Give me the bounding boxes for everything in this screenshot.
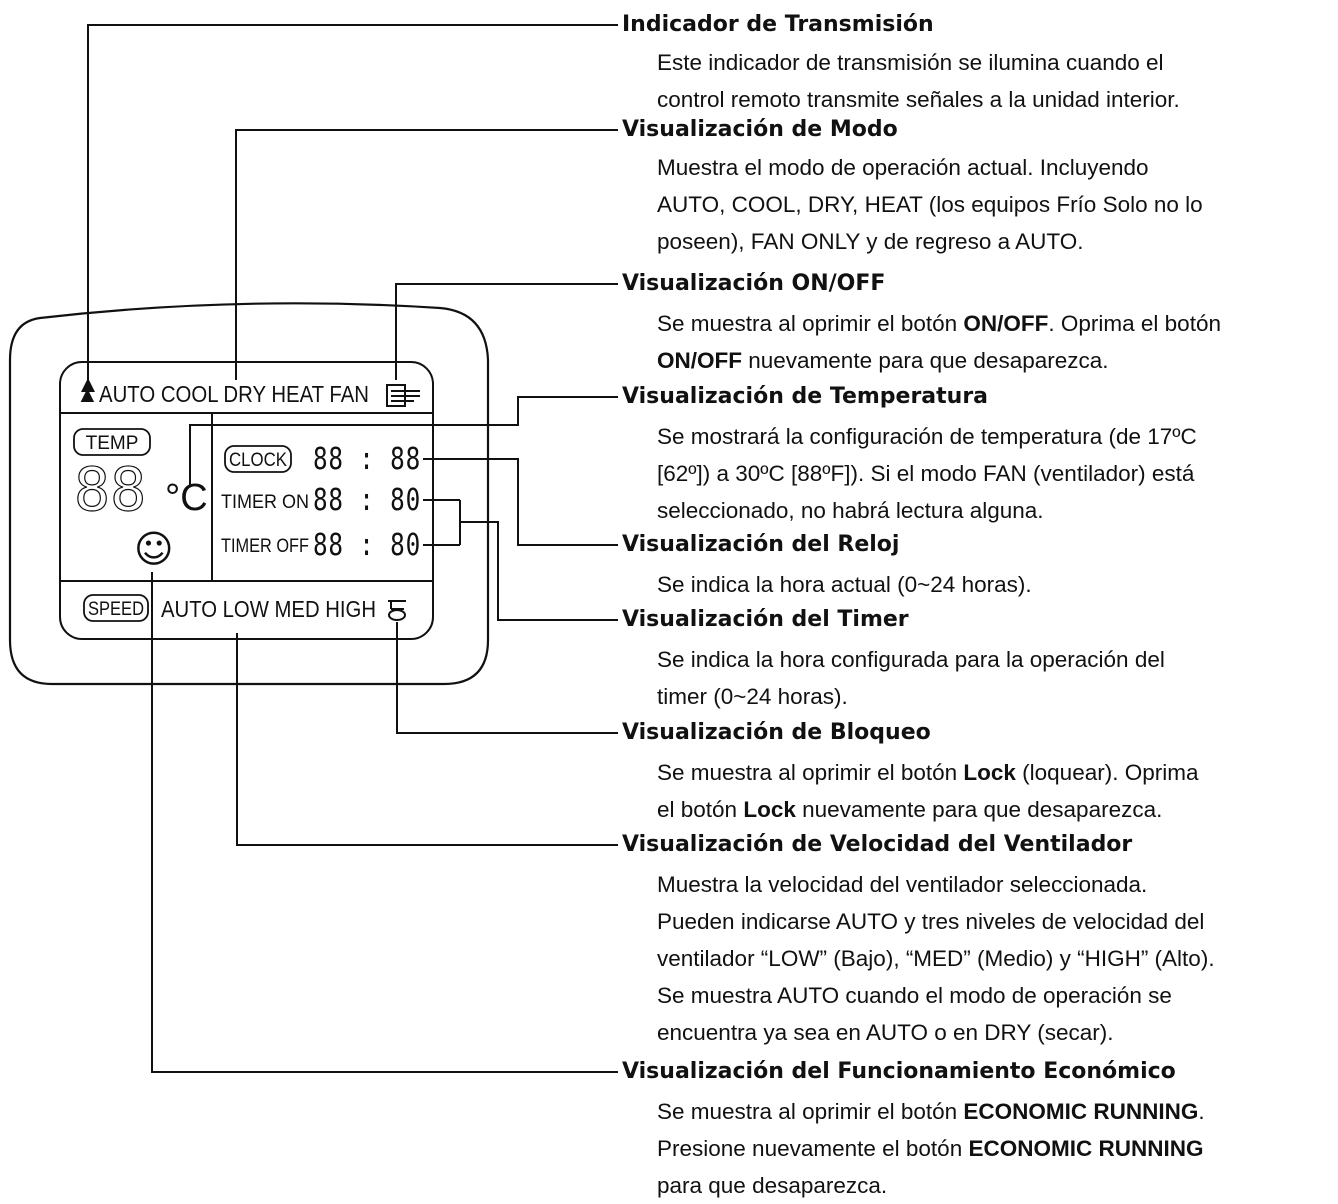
timer-off-label: TIMER OFF bbox=[221, 536, 309, 557]
text-line: Se mostrará la configuración de temperat… bbox=[657, 424, 1197, 449]
bold-on-off: ON/OFF bbox=[657, 348, 742, 373]
title-transmission: Indicador de Transmisión bbox=[622, 12, 934, 37]
text-line: ON/OFF nuevamente para que desaparezca. bbox=[657, 342, 1337, 379]
text-part: . bbox=[1198, 1099, 1205, 1124]
text-line: Presione nuevamente el botón ECONOMIC RU… bbox=[657, 1130, 1337, 1167]
title-on-off: Visualización ON/OFF bbox=[622, 271, 886, 296]
text-line: para que desaparezca. bbox=[657, 1173, 888, 1198]
temp-label: TEMP bbox=[86, 433, 139, 454]
bold-economic: ECONOMIC RUNNING bbox=[963, 1099, 1199, 1124]
text-part: Presione nuevamente el botón bbox=[657, 1136, 969, 1161]
title-temperature: Visualización de Temperatura bbox=[622, 384, 989, 409]
text-part: nuevamente para que desaparezca. bbox=[795, 797, 1163, 822]
text-line: Pueden indicarse AUTO y tres niveles de … bbox=[657, 909, 1205, 934]
title-clock: Visualización del Reloj bbox=[622, 532, 900, 557]
leader-temperature bbox=[189, 396, 618, 485]
timer-on-label: TIMER ON bbox=[221, 492, 309, 513]
remote-body-outline bbox=[8, 302, 490, 686]
text-line: control remoto transmite señales a la un… bbox=[657, 87, 1180, 112]
title-lock: Visualización de Bloqueo bbox=[622, 720, 931, 745]
leader-clock bbox=[423, 458, 618, 546]
speed-label: SPEED bbox=[88, 599, 144, 620]
text-economic: Se muestra al oprimir el botón ECONOMIC … bbox=[657, 1093, 1337, 1204]
text-line: seleccionado, no habrá lectura alguna. bbox=[657, 498, 1044, 523]
text-part: . Oprima el botón bbox=[1048, 311, 1221, 336]
text-line: timer (0~24 horas). bbox=[657, 684, 848, 709]
economic-running-icon: ☺ bbox=[134, 527, 174, 571]
leader-fan-speed bbox=[236, 633, 618, 846]
text-part: Se muestra al oprimir el botón bbox=[657, 1099, 964, 1124]
text-line: Se indica la hora actual (0~24 horas). bbox=[657, 572, 1032, 597]
text-line: el botón Lock nuevamente para que desapa… bbox=[657, 791, 1337, 828]
bold-economic: ECONOMIC RUNNING bbox=[968, 1136, 1204, 1161]
text-part: Se muestra al oprimir el botón bbox=[657, 311, 964, 336]
clock-label-box bbox=[224, 445, 292, 473]
text-part: nuevamente para que desaparezca. bbox=[742, 348, 1109, 373]
mode-list: AUTO COOL DRY HEAT FAN bbox=[99, 381, 369, 407]
transmission-indicator-icon: ▲ bbox=[76, 381, 99, 407]
text-lock: Se muestra al oprimir el botón Lock (loq… bbox=[657, 754, 1337, 828]
clock-label: CLOCK bbox=[229, 450, 287, 471]
text-line: encuentra ya sea en AUTO o en DRY (secar… bbox=[657, 1020, 1114, 1045]
temp-label-box bbox=[73, 428, 151, 456]
text-line: Se indica la hora configurada para la op… bbox=[657, 647, 1165, 672]
leader-timer-main bbox=[460, 521, 618, 621]
text-line: Este indicador de transmisión se ilumina… bbox=[657, 50, 1164, 75]
title-mode: Visualización de Modo bbox=[622, 117, 898, 142]
title-fan-speed: Visualización de Velocidad del Ventilado… bbox=[622, 832, 1133, 857]
timer-off-digits: 88 : 80 bbox=[313, 528, 421, 563]
bold-lock: Lock bbox=[963, 760, 1016, 785]
speed-label-box bbox=[83, 594, 149, 622]
text-line: Se muestra al oprimir el botón ECONOMIC … bbox=[657, 1093, 1337, 1130]
text-line: AUTO, COOL, DRY, HEAT (los equipos Frío … bbox=[657, 192, 1203, 217]
on-off-icon bbox=[386, 384, 420, 407]
leader-mode bbox=[235, 129, 618, 380]
leader-lines bbox=[87, 24, 618, 1073]
text-fan-speed: Muestra la velocidad del ventilador sele… bbox=[657, 866, 1337, 1051]
text-timer: Se indica la hora configurada para la op… bbox=[657, 641, 1337, 715]
timer-on-digits: 88 : 80 bbox=[313, 483, 421, 518]
leader-transmission bbox=[87, 24, 618, 385]
title-timer: Visualización del Timer bbox=[622, 607, 909, 632]
text-clock: Se indica la hora actual (0~24 horas). bbox=[657, 566, 1337, 603]
leader-transmission-arrow bbox=[81, 378, 95, 392]
text-line: poseen), FAN ONLY y de regreso a AUTO. bbox=[657, 229, 1084, 254]
text-line: Se muestra AUTO cuando el modo de operac… bbox=[657, 983, 1172, 1008]
text-on-off: Se muestra al oprimir el botón ON/OFF. O… bbox=[657, 305, 1337, 379]
text-mode: Muestra el modo de operación actual. Inc… bbox=[657, 149, 1337, 260]
text-line: Se muestra al oprimir el botón ON/OFF. O… bbox=[657, 305, 1337, 342]
text-line: Muestra la velocidad del ventilador sele… bbox=[657, 872, 1148, 897]
fan-speed-list: AUTO LOW MED HIGH bbox=[161, 596, 376, 622]
temp-unit: °C bbox=[165, 477, 208, 519]
bold-on-off: ON/OFF bbox=[963, 311, 1049, 336]
text-part: Se muestra al oprimir el botón bbox=[657, 760, 964, 785]
lock-icon bbox=[388, 600, 406, 621]
text-line: Muestra el modo de operación actual. Inc… bbox=[657, 155, 1149, 180]
text-part: (loquear). Oprima bbox=[1015, 760, 1199, 785]
leader-lock bbox=[396, 622, 618, 734]
text-line: Se muestra al oprimir el botón Lock (loq… bbox=[657, 754, 1337, 791]
leader-economic bbox=[151, 572, 618, 1073]
text-transmission: Este indicador de transmisión se ilumina… bbox=[657, 44, 1337, 118]
text-line: ventilador “LOW” (Bajo), “MED” (Medio) y… bbox=[657, 946, 1215, 971]
text-part: el botón bbox=[657, 797, 744, 822]
text-line: [62º]) a 30ºC [88ºF]). Si el modo FAN (v… bbox=[657, 461, 1195, 486]
temp-digits: 88 bbox=[74, 455, 146, 525]
text-temperature: Se mostrará la configuración de temperat… bbox=[657, 418, 1337, 529]
bold-lock: Lock bbox=[743, 797, 796, 822]
title-economic: Visualización del Funcionamiento Económi… bbox=[622, 1059, 1176, 1084]
clock-digits: 88 : 88 bbox=[313, 442, 421, 477]
leader-on-off bbox=[395, 283, 618, 380]
